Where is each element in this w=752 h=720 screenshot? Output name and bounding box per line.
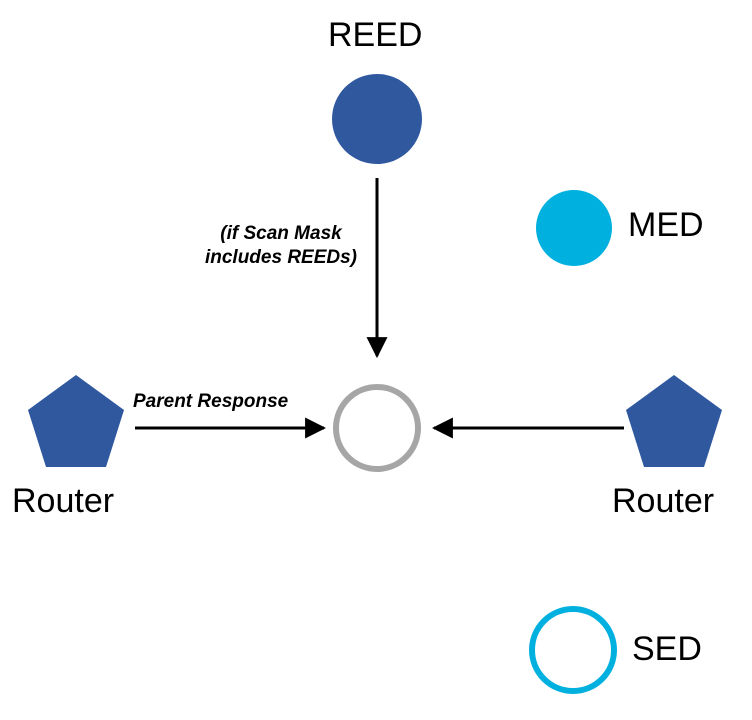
node-label-med: MED <box>628 206 704 244</box>
node-reed[interactable] <box>332 74 422 164</box>
node-router-right[interactable] <box>626 375 722 467</box>
node-sed[interactable] <box>529 606 617 694</box>
node-label-reed: REED <box>328 16 423 54</box>
node-center[interactable] <box>333 384 421 472</box>
edge-label-scan-mask-line2: includes REEDs) <box>204 246 358 268</box>
node-label-router-right: Router <box>612 482 715 520</box>
edge-label-parent-response: Parent Response <box>133 391 289 412</box>
node-med[interactable] <box>536 190 612 266</box>
edge-label-scan-mask-line1: (if Scan Mask <box>220 223 342 244</box>
node-router-left[interactable] <box>28 375 124 467</box>
node-label-router-left: Router <box>12 482 115 520</box>
node-label-sed: SED <box>632 630 702 668</box>
